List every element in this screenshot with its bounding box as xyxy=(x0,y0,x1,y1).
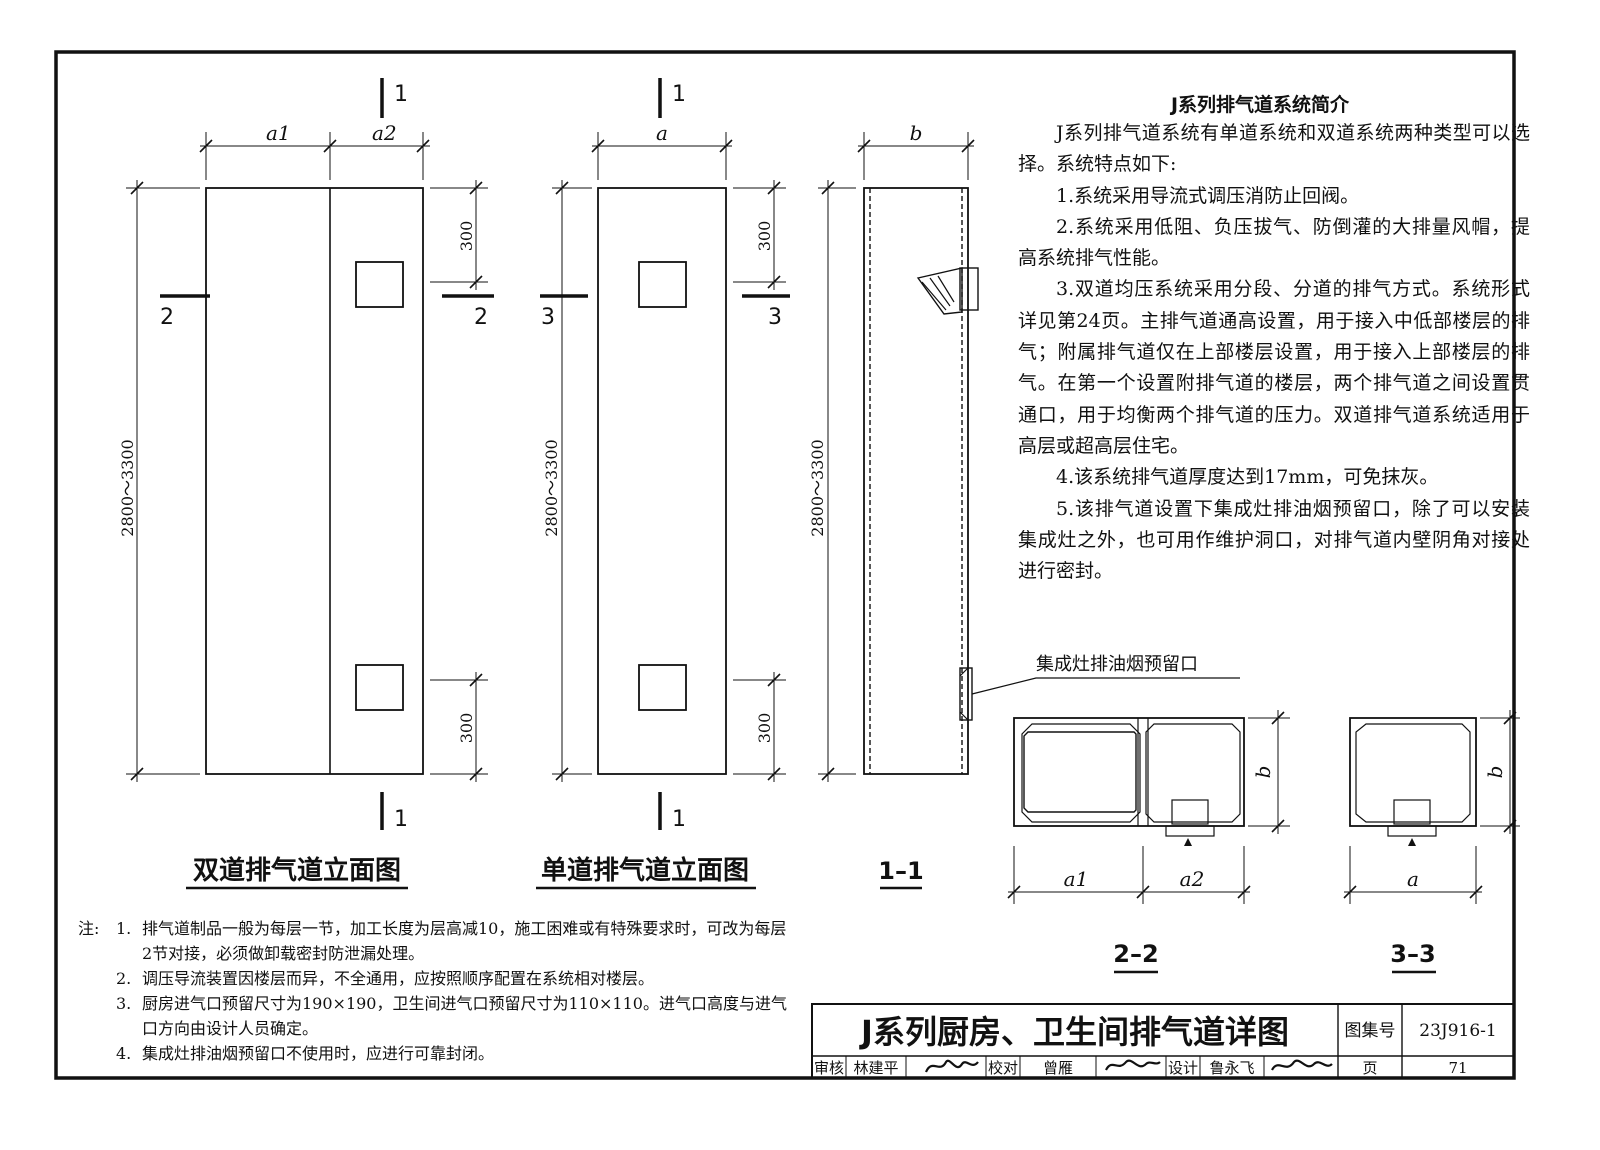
section-mark-right: 3 xyxy=(768,305,782,330)
dim-300-bottom-label: 300 xyxy=(457,713,476,744)
note-number: 1. xyxy=(116,919,132,938)
inlet-opening-top xyxy=(638,261,687,308)
inlet-opening-bottom xyxy=(638,664,687,711)
dim-300-top-label: 300 xyxy=(755,221,774,252)
dim-b-label: b xyxy=(1483,766,1507,779)
note-item: 4. 集成灶排油烟预留口不使用时，应进行可靠封闭。 xyxy=(116,1041,796,1066)
check-label: 校对 xyxy=(988,1059,1018,1077)
intro-paragraph: 3.双道均压系统采用分段、分道的排气方式。系统形式详见第24页。主排气道通高设置… xyxy=(1018,278,1530,457)
exhaust-port xyxy=(1171,799,1209,825)
reviewer-name: 林建平 xyxy=(853,1059,898,1077)
section-mark-left: 2 xyxy=(160,305,174,330)
note-text: 排气道制品一般为每层一节，加工长度为层高减10，施工困难或有特殊要求时，可改为每… xyxy=(142,919,787,963)
atlas-number-label: 图集号 xyxy=(1345,1021,1396,1041)
note-text: 集成灶排油烟预留口不使用时，应进行可靠封闭。 xyxy=(142,1044,495,1063)
section-mark-left: 3 xyxy=(541,305,555,330)
dim-a1-label: a1 xyxy=(266,121,291,145)
section-1-1 xyxy=(818,132,1240,782)
dim-b-label: b xyxy=(1251,766,1275,779)
note-text: 厨房进气口预留尺寸为190×190，卫生间进气口预留尺寸为110×110。进气口… xyxy=(142,994,787,1038)
intro-text: J系列排气道系统有单道系统和双道系统两种类型可以选择。系统特点如下: 1.系统采… xyxy=(1018,118,1530,587)
section-2-2 xyxy=(1007,710,1290,904)
dim-a-label: a xyxy=(656,121,668,145)
checker-signature xyxy=(1105,1059,1161,1071)
dim-a-label: a xyxy=(1407,867,1419,891)
note-item: 1. 排气道制品一般为每层一节，加工长度为层高减10，施工困难或有特殊要求时，可改… xyxy=(116,916,796,966)
section-mark-right: 2 xyxy=(474,305,488,330)
notes-list: 1. 排气道制品一般为每层一节，加工长度为层高减10，施工困难或有特殊要求时，可改… xyxy=(116,916,796,1066)
dim-a2-label: a2 xyxy=(1180,867,1205,891)
note-text: 调压导流装置因楼层而异，不全通用，应按照顺序配置在系统相对楼层。 xyxy=(142,969,655,988)
review-label: 审核 xyxy=(814,1059,844,1077)
designer-signature xyxy=(1271,1059,1333,1071)
single-elevation-caption: 单道排气道立面图 xyxy=(541,855,749,886)
intro-paragraph: 1.系统采用导流式调压消防止回阀。 xyxy=(1056,184,1360,207)
atlas-number: 23J916-1 xyxy=(1419,1021,1496,1041)
inlet-opening-top xyxy=(355,261,404,308)
height-dim-label: 2800～3300 xyxy=(118,439,137,536)
damper-valve xyxy=(959,267,979,311)
title-block xyxy=(811,1003,1515,1079)
dim-a2-label: a2 xyxy=(372,121,397,145)
intro-title: J系列排气道系统简介 xyxy=(1170,94,1350,116)
drawing-title: J系列厨房、卫生间排气道详图 xyxy=(859,1013,1289,1051)
note-item: 3. 厨房进气口预留尺寸为190×190，卫生间进气口预留尺寸为110×110。进… xyxy=(116,991,796,1041)
height-dim-label: 2800～3300 xyxy=(808,439,827,536)
intro-paragraph: 2.系统采用低阻、负压拔气、防倒灌的大排量风帽，提高系统排气性能。 xyxy=(1018,215,1530,270)
dim-a1-label: a1 xyxy=(1064,867,1089,891)
double-elevation-caption: 双道排气道立面图 xyxy=(193,855,401,886)
height-dim-label: 2800～3300 xyxy=(542,439,561,536)
callout-label: 集成灶排油烟预留口 xyxy=(1036,654,1198,675)
reviewer-signature xyxy=(924,1059,979,1073)
note-number: 2. xyxy=(116,969,132,988)
designer-name: 鲁永飞 xyxy=(1209,1059,1254,1077)
note-number: 4. xyxy=(116,1044,132,1063)
section-1-1-caption: 1–1 xyxy=(878,857,923,885)
section-mark-bottom: 1 xyxy=(672,807,686,832)
inlet-opening-bottom xyxy=(355,664,404,711)
section-3-3-caption: 3–3 xyxy=(1390,940,1435,968)
page-label: 页 xyxy=(1362,1059,1377,1077)
dim-300-bottom-label: 300 xyxy=(755,713,774,744)
intro-paragraph: 5.该排气道设置下集成灶排油烟预留口，除了可以安装集成灶之外，也可用作维护洞口，… xyxy=(1018,497,1530,583)
sheet-frame xyxy=(54,50,1516,1080)
section-mark-top: 1 xyxy=(394,82,408,107)
note-item: 2. 调压导流装置因楼层而异，不全通用，应按照顺序配置在系统相对楼层。 xyxy=(116,966,796,991)
section-mark-bottom: 1 xyxy=(394,807,408,832)
checker-name: 曾雁 xyxy=(1043,1059,1073,1077)
double-elevation xyxy=(126,78,494,830)
single-elevation xyxy=(540,78,790,830)
intro-paragraph: 4.该系统排气道厚度达到17mm，可免抹灰。 xyxy=(1056,466,1439,489)
section-2-2-caption: 2–2 xyxy=(1113,940,1158,968)
note-number: 3. xyxy=(116,994,132,1013)
section-3-3 xyxy=(1343,710,1520,904)
dim-300-top-label: 300 xyxy=(457,221,476,252)
dim-b-label: b xyxy=(910,121,923,145)
design-label: 设计 xyxy=(1168,1059,1198,1077)
section-mark-top: 1 xyxy=(672,82,686,107)
page-number: 71 xyxy=(1448,1059,1467,1077)
notes-lead: 注: xyxy=(78,919,100,938)
exhaust-port xyxy=(1393,799,1431,825)
intro-paragraph: J系列排气道系统有单道系统和双道系统两种类型可以选择。系统特点如下: xyxy=(1018,122,1530,176)
